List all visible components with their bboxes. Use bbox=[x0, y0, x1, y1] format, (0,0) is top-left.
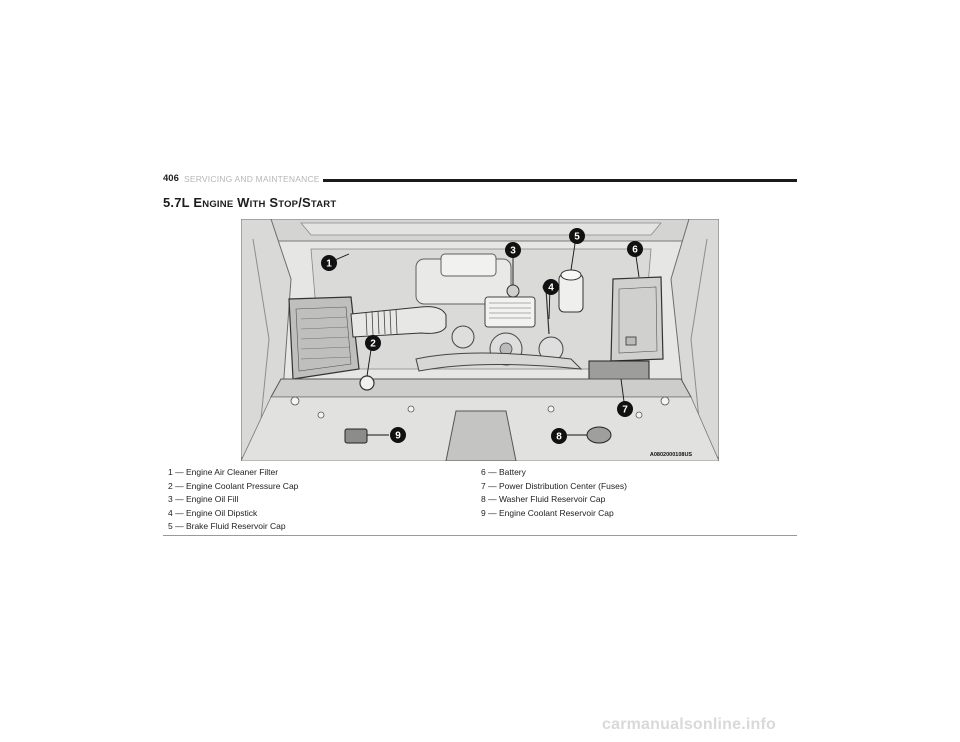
title-smallcaps: NGINE bbox=[202, 199, 234, 210]
callout-8 bbox=[551, 428, 567, 444]
page-title: 5.7L ENGINE WITH STOP/START bbox=[163, 195, 336, 210]
callout-label-3: 3 bbox=[510, 246, 516, 257]
header-rule bbox=[323, 179, 797, 182]
site-watermark: carmanualsonline.info bbox=[602, 716, 777, 733]
callout-3 bbox=[505, 242, 521, 258]
legend-column-left: 1 — Engine Air Cleaner Filter 2 — Engine… bbox=[168, 466, 298, 534]
callout-label-2: 2 bbox=[370, 339, 376, 350]
title-smallcaps: TOP bbox=[278, 199, 299, 210]
legend-item: 6 — Battery bbox=[481, 467, 526, 477]
callout-label-6: 6 bbox=[632, 245, 638, 256]
legend-item: 1 — Engine Air Cleaner Filter bbox=[168, 467, 279, 477]
callout-9 bbox=[390, 427, 406, 443]
legend-item: 5 — Brake Fluid Reservoir Cap bbox=[168, 521, 286, 532]
callout-2 bbox=[365, 335, 381, 351]
title-part: W bbox=[233, 195, 250, 210]
engine-diagram: 1 2 3 4 5 6 7 8 9 A0802000108US bbox=[241, 219, 719, 461]
legend-bottom-rule bbox=[163, 535, 797, 536]
title-smallcaps: TART bbox=[310, 199, 337, 210]
legend-item: 9 — Engine Coolant Reservoir Cap bbox=[481, 507, 614, 518]
title-part: 5.7L E bbox=[163, 195, 203, 210]
legend-item: 7 — Power Distribution Center (Fuses) bbox=[481, 480, 627, 491]
title-part: /S bbox=[298, 195, 311, 210]
engine-compartment-illustration: 1 2 3 4 5 6 7 8 9 A0802000108US bbox=[241, 219, 719, 461]
callout-label-8: 8 bbox=[556, 432, 562, 443]
callout-6 bbox=[627, 241, 643, 257]
title-part: S bbox=[265, 195, 279, 210]
callout-label-9: 9 bbox=[395, 431, 401, 442]
figure-code: A0802000108US bbox=[650, 452, 693, 458]
callout-label-7: 7 bbox=[622, 405, 628, 416]
callout-1 bbox=[321, 255, 337, 271]
callout-label-1: 1 bbox=[326, 259, 332, 270]
legend-item: 2 — Engine Coolant Pressure Cap bbox=[168, 480, 299, 491]
legend-item: 8 — Washer Fluid Reservoir Cap bbox=[481, 494, 606, 505]
legend-item: 4 — Engine Oil Dipstick bbox=[168, 507, 258, 518]
callout-5 bbox=[569, 228, 585, 244]
callout-label-4: 4 bbox=[548, 283, 554, 294]
page-header: 406 SERVICING AND MAINTENANCE bbox=[163, 173, 797, 187]
callout-label-5: 5 bbox=[574, 232, 580, 243]
legend-item: 3 — Engine Oil Fill bbox=[168, 494, 239, 505]
title-smallcaps: ITH bbox=[249, 199, 266, 210]
page-number: 406 bbox=[163, 173, 179, 184]
legend-column-right: 6 — Battery 7 — Power Distribution Cente… bbox=[481, 466, 627, 520]
callout-7 bbox=[617, 401, 633, 417]
section-title: SERVICING AND MAINTENANCE bbox=[184, 174, 320, 184]
callout-4 bbox=[543, 279, 559, 295]
